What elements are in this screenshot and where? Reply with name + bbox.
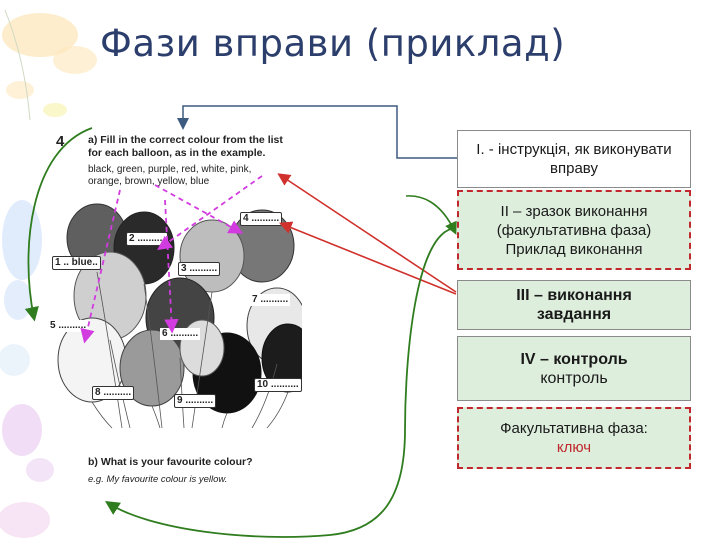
blank-3: 3 .......... (178, 262, 221, 276)
arrow-dashed-3 (164, 199, 179, 334)
phase-1-line-1: І. - інструкція, як виконувати (476, 141, 672, 158)
arrow-green-left (24, 127, 93, 322)
exercise-number: 4 (56, 133, 65, 150)
exercise-part-b: b) What is your favourite colour? (88, 456, 253, 468)
phase-3-line-2: завдання (536, 306, 612, 323)
phase-3-line-1: ІІІ – виконання (516, 287, 632, 304)
phase-instruction-box: І. - інструкція, як виконувати вправу (457, 130, 691, 188)
phase-execution-box: ІІІ – виконання завдання (457, 280, 691, 330)
phase-key-box: Факультативна фаза: ключ (457, 407, 691, 469)
phase-1-line-2: вправу (550, 160, 598, 177)
exercise-image: 4 a) Fill in the correct colour from the… (48, 128, 302, 498)
colour-list: black, green, purple, red, white, pink, … (88, 164, 252, 187)
phase-2-line-3: Приклад виконання (505, 240, 643, 258)
arrow-dashed-4 (157, 175, 263, 251)
blank-5: 5 .......... (48, 320, 89, 332)
exercise-example-answer: e.g. My favourite colour is yellow. (88, 474, 228, 485)
exercise-instruction: a) Fill in the correct colour from the l… (88, 134, 283, 159)
blank-1: 1 .. blue.. (52, 256, 101, 270)
arrow-dashed-2 (80, 189, 121, 344)
arrow-execution-2 (279, 221, 457, 295)
blank-9: 9 .......... (174, 394, 217, 408)
arrow-execution-1 (277, 173, 457, 293)
arrow-green-bottom (104, 227, 457, 538)
blank-4: 4 .......... (240, 212, 283, 226)
blank-8: 8 .......... (92, 386, 135, 400)
phase-4-line-1: ІV – контроль (520, 350, 628, 368)
phase-2-line-2: (факультативна фаза) (496, 221, 652, 239)
arrow-green-top (405, 195, 457, 235)
phase-5-line-1: Факультативна фаза: (500, 420, 648, 437)
arrow-dashed-1 (154, 184, 244, 234)
phase-2-line-1: ІІ – зразок виконання (500, 202, 648, 220)
phase-5-line-2: ключ (556, 439, 592, 456)
phase-example-box: ІІ – зразок виконання (факультативна фаз… (457, 190, 691, 270)
page-title: Фази вправи (приклад) (100, 22, 566, 65)
phase-4-line-2: контроль (540, 369, 608, 387)
blank-10: 10 .......... (254, 378, 302, 392)
arrow-instruction (177, 105, 457, 159)
blank-7: 7 .......... (250, 294, 291, 306)
phase-control-box: ІV – контроль контроль (457, 336, 691, 401)
